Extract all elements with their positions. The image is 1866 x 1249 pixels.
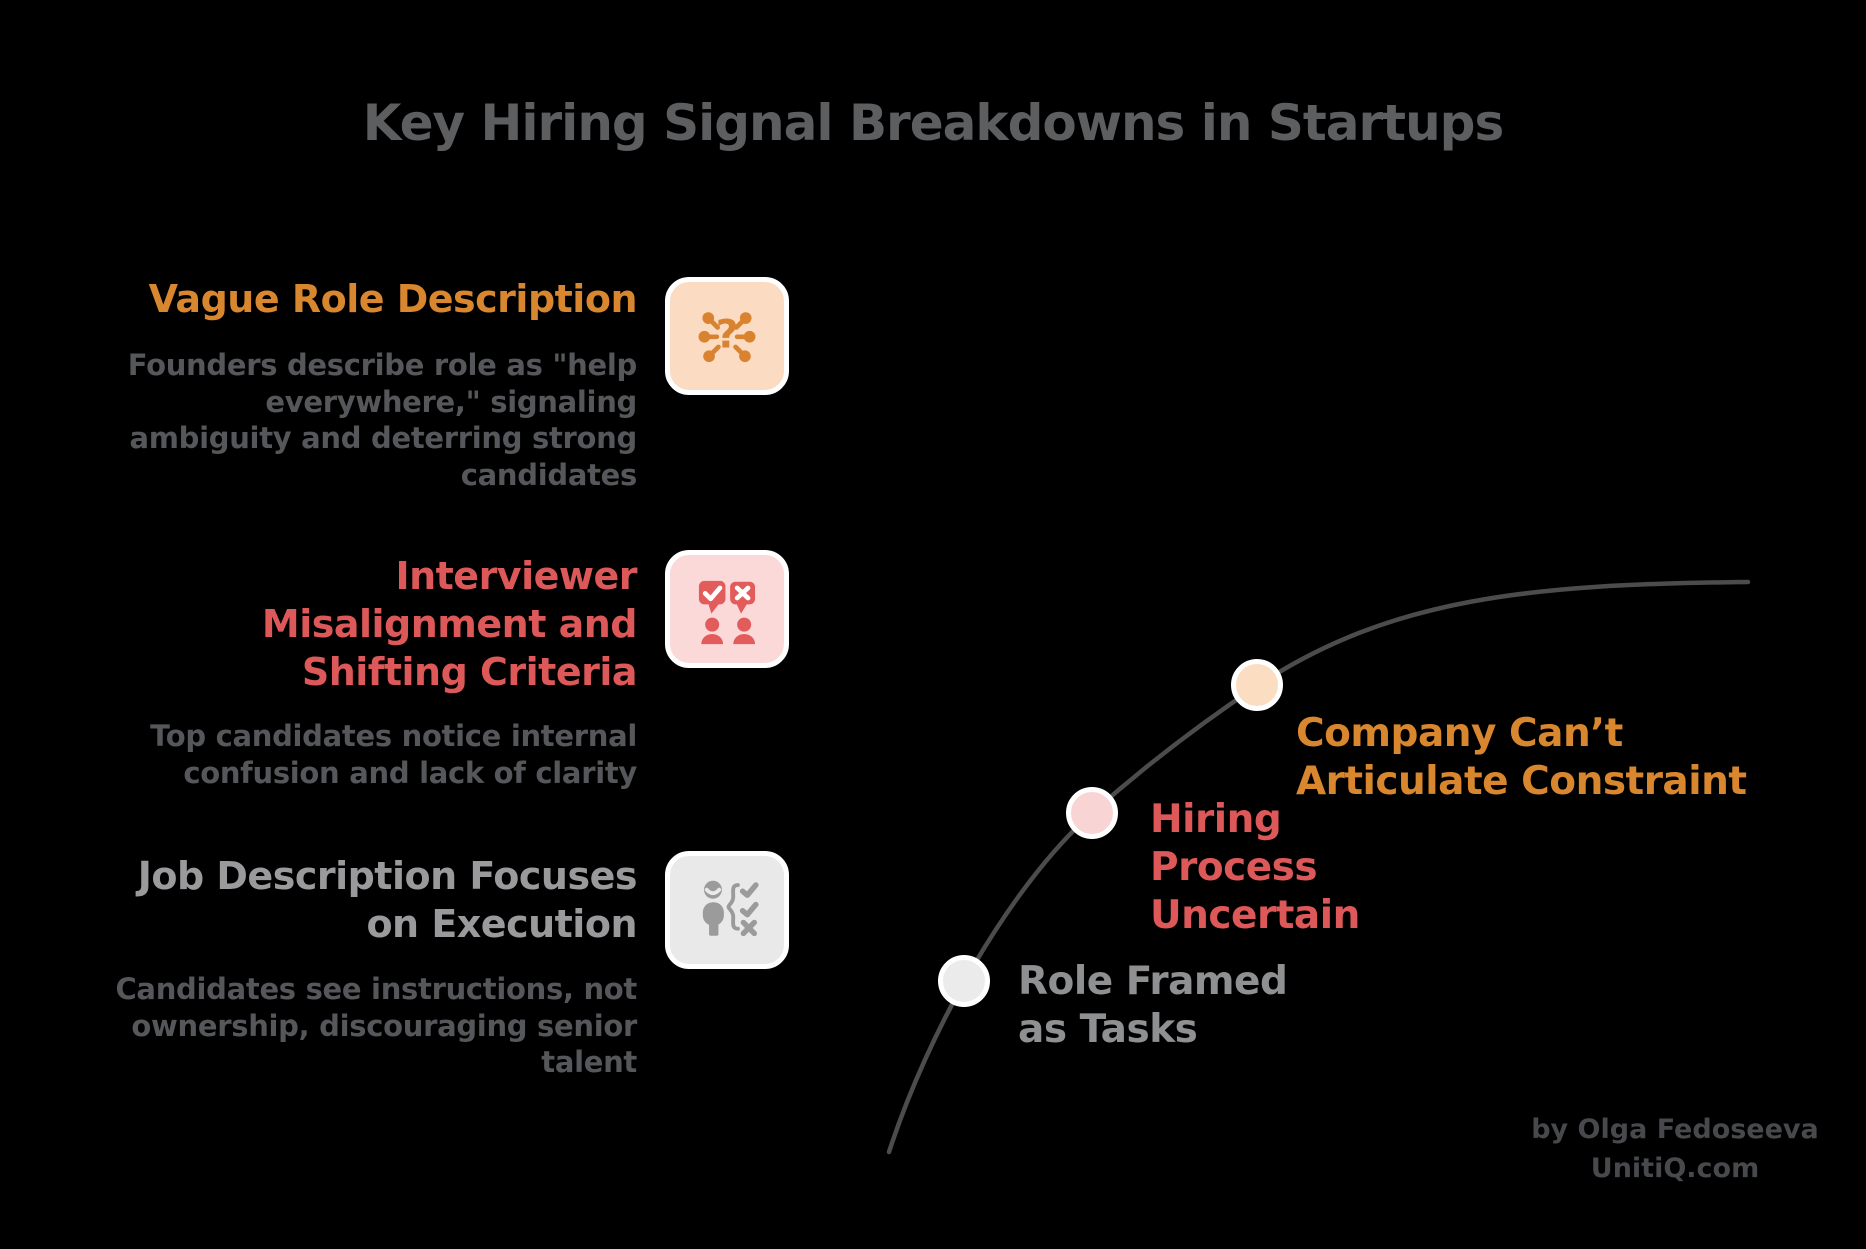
section-title-interviewer-misalignment: Interviewer Misalignment and Shifting Cr… xyxy=(261,554,638,694)
person-checklist-icon xyxy=(665,851,789,969)
footer-credit: by Olga Fedoseeva UnitiQ.com xyxy=(1480,1110,1866,1188)
stage-label-hiring-process-uncertain: Hiring Process Uncertain xyxy=(1150,797,1360,938)
interview-mismatch-icon xyxy=(665,550,789,668)
section-title-job-description-execution: Job Description Focuses on Execution xyxy=(137,854,638,946)
curve-dot-hiring-process xyxy=(1066,787,1118,839)
person-checklist-icon-graphic xyxy=(702,880,759,937)
interview-mismatch-icon-graphic xyxy=(698,580,756,645)
section-description-job-description: Candidates see instructions, not ownersh… xyxy=(115,972,637,1079)
curve-dot-role-framed xyxy=(938,955,990,1007)
section-description-interviewer-misalignment: Top candidates notice internal confusion… xyxy=(150,719,637,790)
stage-label-company-cant-articulate: Company Can’t Articulate Constraint xyxy=(1296,711,1747,804)
footer-byline: by Olga Fedoseeva xyxy=(1531,1114,1819,1145)
question-hub-icon: ? xyxy=(665,277,789,395)
section-title-vague-role-description: Vague Role Description xyxy=(148,277,638,321)
page-title: Key Hiring Signal Breakdowns in Startups xyxy=(362,94,1504,152)
section-description-vague-role: Founders describe role as "help everywhe… xyxy=(127,348,638,492)
svg-text:?: ? xyxy=(716,313,739,358)
footer-site: UnitiQ.com xyxy=(1590,1153,1760,1184)
question-hub-icon-graphic: ? xyxy=(698,312,756,363)
stage-label-role-framed-as-tasks: Role Framed as Tasks xyxy=(1018,959,1288,1052)
curve-dot-company-constraint xyxy=(1231,659,1283,711)
